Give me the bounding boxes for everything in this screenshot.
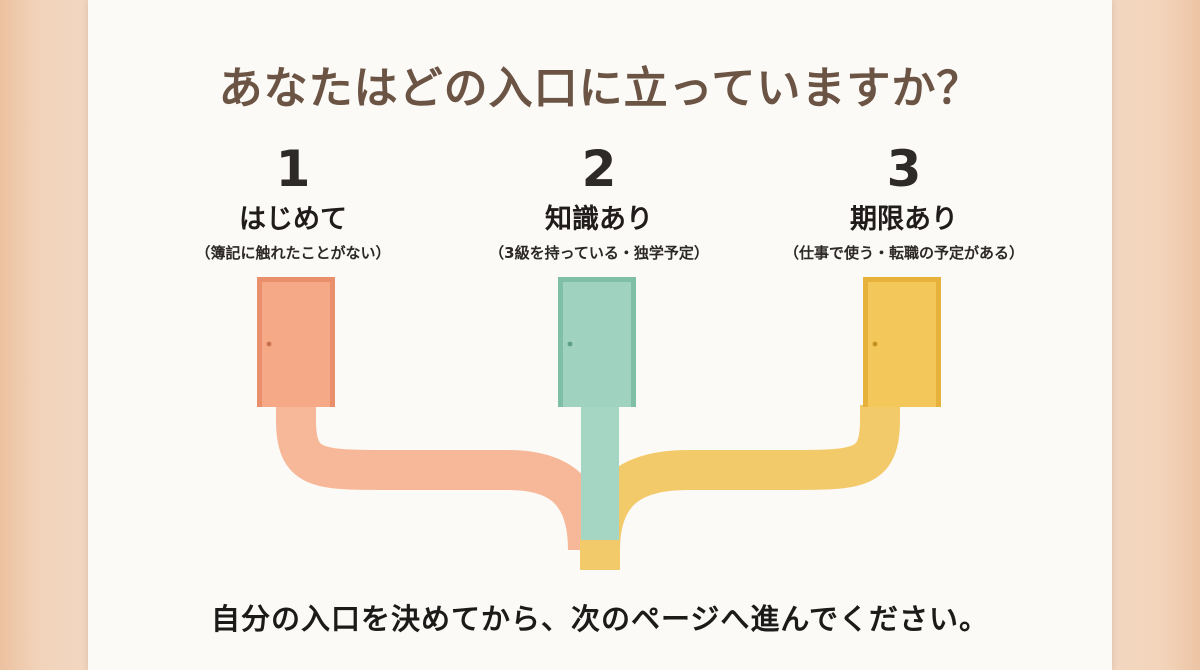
path-1	[276, 400, 608, 551]
poster-sheet: あなたはどの入口に立っていますか？ 1 はじめて （簿記に触れたことがない） 2…	[88, 0, 1112, 670]
entrance-detail: （仕事で使う・転職の予定がある）	[783, 244, 1024, 262]
entrance-number: 3	[886, 140, 922, 198]
door-2	[558, 277, 636, 407]
entrance-1: 1 はじめて （簿記に触れたことがない）	[133, 140, 453, 264]
entrance-label: はじめて	[239, 204, 347, 235]
entrance-3: 3 期限あり （仕事で使う・転職の予定がある）	[744, 140, 1064, 264]
entrance-label: 期限あり	[850, 204, 958, 235]
entrance-number: 1	[275, 140, 311, 198]
door-icon	[567, 341, 573, 347]
door-icon	[872, 341, 878, 347]
door-1	[257, 277, 335, 407]
paths-diagram	[257, 277, 941, 570]
entrance-2: 2 知識あり （3級を持っている・独学予定）	[439, 140, 759, 264]
page-title: あなたはどの入口に立っていますか？	[218, 63, 982, 114]
entrance-detail: （3級を持っている・独学予定）	[489, 244, 709, 262]
entrance-label: 知識あり	[545, 204, 653, 235]
door-icon	[266, 341, 272, 347]
instruction-text: 自分の入口を決めてから、次のページへ進んでください。	[211, 602, 989, 636]
path-3	[580, 400, 900, 570]
entrance-number: 2	[581, 140, 617, 198]
entrance-detail: （簿記に触れたことがない）	[195, 244, 391, 262]
door-3	[863, 277, 941, 407]
